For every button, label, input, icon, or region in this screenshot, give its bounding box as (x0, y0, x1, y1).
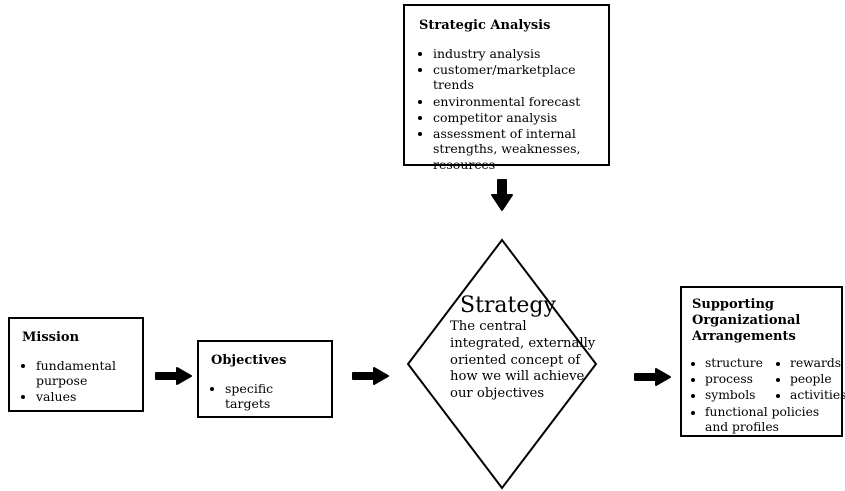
arrow-right-shape (634, 368, 671, 386)
mission-title: Mission (22, 330, 80, 345)
list-item: competitor analysis (433, 110, 594, 125)
supporting-list-col2: rewards people activities (777, 356, 845, 404)
objectives-title: Objectives (211, 353, 287, 368)
list-item: environmental forecast (433, 94, 594, 109)
supporting-arrangements-title: Supporting Organizational Arrangements (692, 297, 801, 344)
arrow-right-shape (155, 367, 192, 385)
list-item: people (790, 372, 845, 387)
diamond-shape (406, 238, 598, 490)
list-item: process (705, 372, 777, 387)
strategic-analysis-box: Strategic Analysis industry analysis cus… (403, 4, 610, 172)
list-item: symbols (705, 388, 777, 403)
list-item: values (36, 389, 130, 404)
strategy-diamond: Strategy The central integrated, externa… (406, 238, 598, 490)
list-item: industry analysis (433, 46, 594, 61)
arrow-right-shape (352, 367, 389, 385)
list-item: customer/marketplace trends (433, 62, 594, 93)
list-item: assessment of internal strengths, weakne… (433, 126, 594, 172)
arrow-down-shape (491, 179, 513, 211)
supporting-list-col1: structure process symbols (692, 356, 777, 404)
list-item: structure (705, 356, 777, 371)
objectives-box: Objectives specific targets (197, 340, 333, 418)
arrow-right-icon (155, 367, 192, 385)
strategic-analysis-title: Strategic Analysis (419, 18, 551, 33)
list-item: activities (790, 388, 845, 403)
mission-list: fundamental purpose values (22, 358, 130, 405)
arrow-right-icon (352, 367, 389, 385)
arrow-right-icon (634, 368, 671, 386)
list-item: specific targets (225, 381, 319, 412)
diamond-outline (406, 238, 598, 490)
objectives-list: specific targets (211, 381, 319, 412)
arrow-down-icon (491, 179, 513, 211)
supporting-columns: structure process symbols rewards people… (692, 345, 845, 404)
strategy-title: Strategy (460, 293, 556, 318)
list-item: rewards (790, 356, 845, 371)
strategy-description: The central integrated, externally orien… (450, 319, 596, 402)
supporting-arrangements-box: Supporting Organizational Arrangements s… (680, 286, 845, 437)
strategy-text-block: Strategy The central integrated, externa… (450, 293, 604, 403)
strategic-analysis-list: industry analysis customer/marketplace t… (419, 46, 594, 172)
list-item: functional policies and profiles (705, 405, 831, 435)
supporting-list-full: functional policies and profiles (692, 405, 831, 435)
list-item: fundamental purpose (36, 358, 130, 389)
mission-box: Mission fundamental purpose values (8, 317, 144, 412)
